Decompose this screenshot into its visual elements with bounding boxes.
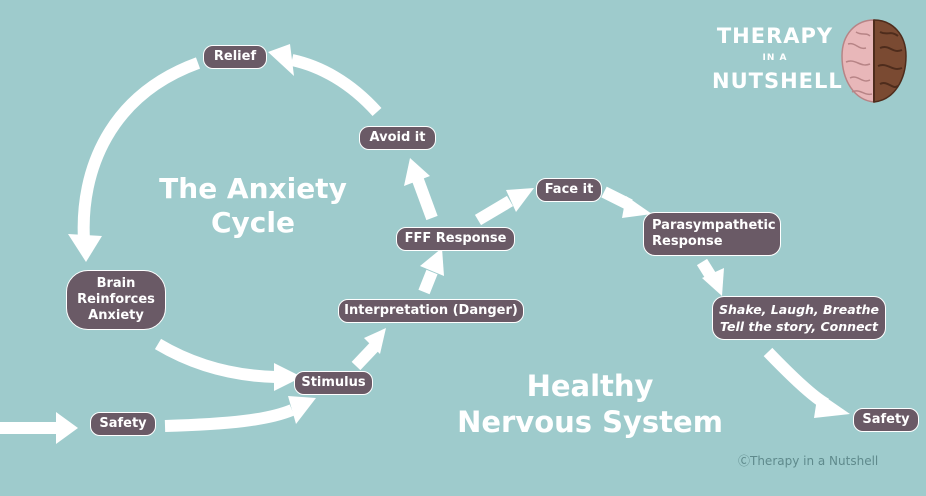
brain-walnut-icon xyxy=(841,19,907,103)
arrowhead-coping-to-safety xyxy=(814,392,850,418)
logo-line3: NUTSHELL xyxy=(712,69,843,93)
brain-line3: Anxiety xyxy=(88,308,144,323)
arrow-stimulus-to-interpretation xyxy=(351,342,379,371)
node-interpretation-danger: Interpretation (Danger) xyxy=(338,299,524,323)
node-face-it: Face it xyxy=(536,178,602,202)
logo-line1: THERAPY xyxy=(716,24,834,48)
arrowhead-brain-to-stimulus xyxy=(274,363,302,391)
copyright-text: ⒸTherapy in a Nutshell xyxy=(738,454,879,468)
arrowhead-fff-to-faceit xyxy=(506,188,534,212)
healthy-title-line1: Healthy xyxy=(526,369,654,403)
anxiety-cycle-title-line2: Cycle xyxy=(211,206,295,239)
node-fff-response: FFF Response xyxy=(396,227,515,251)
coping-line1: Shake, Laugh, Breathe xyxy=(719,302,879,317)
arrow-coping-to-safety xyxy=(763,347,830,410)
arrow-interpretation-to-fff xyxy=(418,269,438,295)
node-relief: Relief xyxy=(203,45,267,69)
node-brain-reinforces-anxiety: Brain Reinforces Anxiety xyxy=(66,270,166,330)
parasympathetic-line2: Response xyxy=(652,234,723,249)
arrowhead-stimulus-to-interpretation xyxy=(364,328,386,354)
healthy-title-line2: Nervous System xyxy=(457,405,723,439)
arrow-relief-to-brain xyxy=(77,57,201,241)
node-parasympathetic-response: Parasympathetic Response xyxy=(643,212,781,256)
arrow-brain-to-stimulus xyxy=(154,338,277,383)
arrow-avoid-to-relief xyxy=(290,54,382,117)
anxiety-cycle-title-line1: The Anxiety xyxy=(159,172,347,205)
arrow-fff-to-avoid xyxy=(412,177,438,221)
logo-line2: IN A xyxy=(762,53,788,63)
node-safety-start: Safety xyxy=(90,412,156,436)
brain-line2: Reinforces xyxy=(77,292,155,307)
node-avoid-it: Avoid it xyxy=(359,126,436,150)
arrowhead-fff-to-avoid xyxy=(404,158,430,186)
parasympathetic-line1: Parasympathetic xyxy=(652,218,776,233)
arrowhead-entry-to-safety xyxy=(56,412,78,444)
arrowhead-safety-to-stimulus xyxy=(288,396,316,424)
arrowhead-avoid-to-relief xyxy=(268,44,294,76)
anxiety-cycle-title: The Anxiety Cycle xyxy=(150,172,356,240)
coping-line2: Tell the story, Connect xyxy=(720,319,878,334)
arrowhead-interpretation-to-fff xyxy=(420,248,444,276)
therapy-in-a-nutshell-logo: THERAPY IN A NUTSHELL xyxy=(712,14,916,106)
arrowhead-faceit-to-parasympathetic xyxy=(622,196,652,218)
node-coping-actions: Shake, Laugh, Breathe Tell the story, Co… xyxy=(712,296,886,340)
brain-line1: Brain xyxy=(96,276,136,291)
arrowhead-parasympathetic-to-coping xyxy=(702,268,724,296)
node-safety-end: Safety xyxy=(853,408,919,432)
arrow-safety-to-stimulus xyxy=(164,404,295,432)
arrow-fff-to-faceit xyxy=(474,195,514,226)
healthy-nervous-system-title: Healthy Nervous System xyxy=(455,368,725,440)
arrowhead-relief-to-brain xyxy=(68,234,102,262)
node-stimulus: Stimulus xyxy=(294,371,373,395)
